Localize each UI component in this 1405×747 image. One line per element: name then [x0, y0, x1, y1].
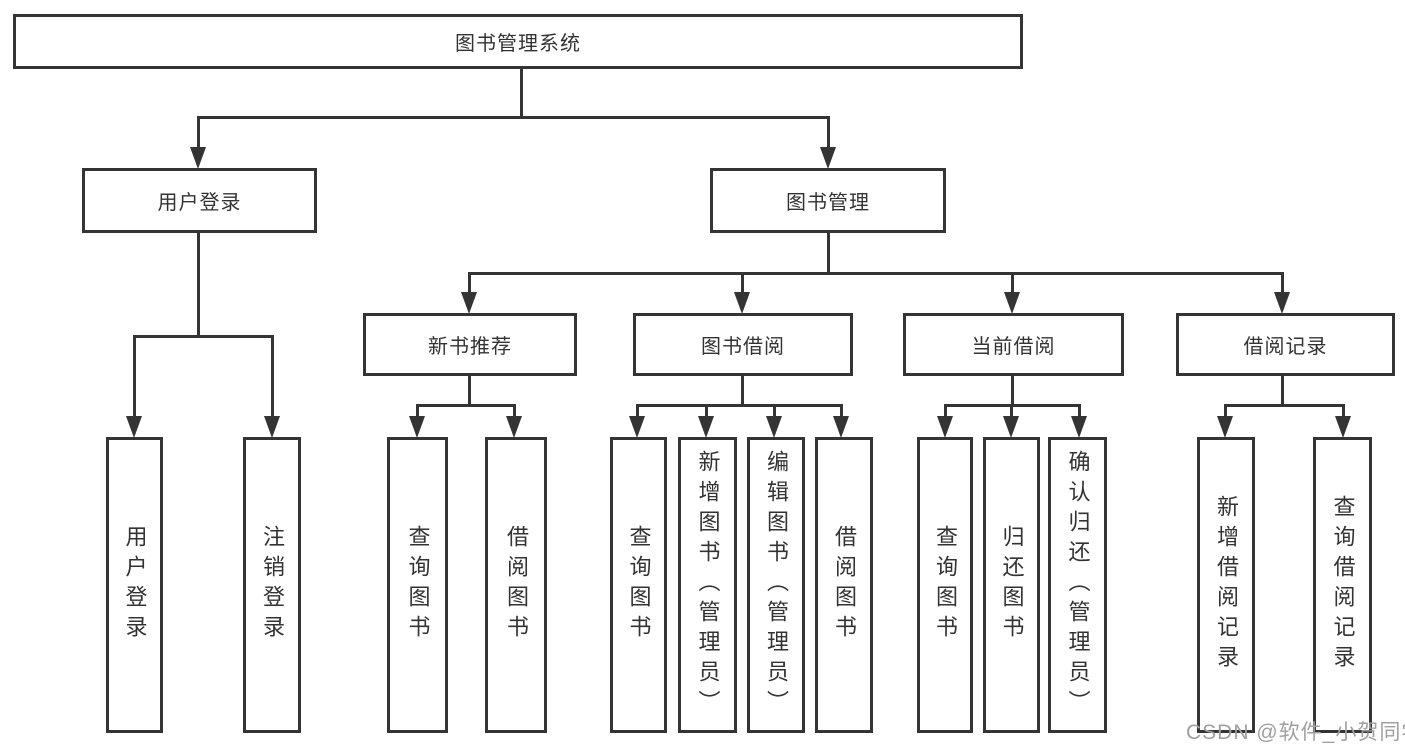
connector-line [1280, 272, 1284, 296]
connector-line [132, 335, 136, 421]
node-label: 新书推荐 [428, 336, 512, 358]
node-book-borrow: 图书借阅 [633, 313, 853, 376]
arrowhead-down [1003, 416, 1019, 438]
node-book-management: 图书管理 [710, 168, 946, 233]
arrowhead-down [1217, 416, 1233, 438]
leaf-query-books-borrow: 查询图书 [610, 437, 667, 733]
leaf-label: 编辑图书（管理员） [764, 450, 789, 720]
connector-line [467, 376, 471, 407]
arrowhead-down [506, 416, 522, 438]
connector-line [1223, 404, 1227, 421]
node-label: 用户登录 [157, 192, 242, 214]
connector-line [1077, 404, 1081, 421]
connector-line [944, 403, 1081, 407]
arrowhead-down [937, 416, 953, 438]
arrowhead-down [766, 416, 782, 438]
node-current-borrow: 当前借阅 [903, 313, 1124, 376]
connector-line [416, 403, 516, 407]
connector-line [772, 404, 776, 421]
arrowhead-down [126, 416, 142, 438]
connector-line [1010, 272, 1014, 296]
node-borrow-records: 借阅记录 [1176, 313, 1395, 376]
arrowhead-down [698, 416, 714, 438]
leaf-return-books: 归还图书 [983, 437, 1040, 733]
node-label: 图书管理 [786, 192, 870, 214]
arrowhead-down [264, 416, 280, 438]
connector-line [512, 404, 516, 421]
connector-line [740, 376, 744, 407]
connector-line [196, 116, 200, 150]
arrowhead-down [820, 147, 836, 169]
leaf-label: 查询借阅记录 [1330, 495, 1356, 675]
leaf-edit-book-admin: 编辑图书（管理员） [747, 437, 805, 733]
connector-line [826, 116, 830, 150]
leaf-user-login: 用户登录 [106, 437, 163, 733]
arrowhead-down [629, 416, 645, 438]
leaf-label: 借阅图书 [504, 525, 529, 645]
leaf-query-books-current: 查询图书 [917, 437, 973, 733]
connector-line [1280, 376, 1284, 407]
connector-line [1341, 404, 1345, 421]
leaf-label: 新增借阅记录 [1214, 495, 1239, 675]
connector-line [1009, 404, 1013, 421]
leaf-confirm-return-admin: 确认归还（管理员） [1048, 437, 1107, 733]
connector-line [826, 232, 830, 275]
leaf-add-book-admin: 新增图书（管理员） [678, 437, 737, 733]
leaf-query-borrow-record: 查询借阅记录 [1313, 437, 1372, 733]
connector-line [467, 272, 471, 296]
arrowhead-down [409, 416, 425, 438]
arrowhead-down [1071, 416, 1087, 438]
connector-line [839, 404, 843, 421]
leaf-borrow-books: 借阅图书 [815, 437, 873, 733]
arrowhead-down [833, 416, 849, 438]
connector-line [740, 272, 744, 296]
leaf-label: 借阅图书 [832, 525, 857, 645]
leaf-label: 注销登录 [260, 525, 285, 645]
connector-line [519, 69, 523, 119]
leaf-label: 用户登录 [122, 525, 148, 645]
connector-line [196, 233, 200, 338]
connector-line [197, 115, 830, 119]
arrowhead-down [1004, 292, 1020, 314]
leaf-add-borrow-record: 新增借阅记录 [1197, 437, 1255, 733]
connector-line [943, 404, 947, 421]
connector-line [1010, 376, 1014, 407]
connector-line [468, 271, 1284, 275]
node-label: 借阅记录 [1243, 336, 1328, 358]
node-label: 图书借阅 [701, 336, 785, 358]
connector-line [133, 334, 274, 338]
connector-line [635, 404, 639, 421]
node-new-book-recommend: 新书推荐 [363, 313, 577, 376]
leaf-label: 新增图书（管理员） [695, 450, 721, 720]
leaf-logout: 注销登录 [243, 437, 301, 733]
leaf-label: 查询图书 [933, 525, 958, 645]
leaf-label: 查询图书 [405, 525, 431, 645]
connector-line [415, 404, 419, 421]
arrowhead-down [1274, 292, 1290, 314]
csdn-watermark: CSDN @软件_小贺同学 [1186, 721, 1405, 744]
leaf-borrow-books-recommend: 借阅图书 [485, 437, 547, 733]
node-user-login: 用户登录 [82, 168, 317, 233]
leaf-label: 查询图书 [626, 525, 652, 645]
connector-line [270, 335, 274, 421]
arrowhead-down [1335, 416, 1351, 438]
leaf-label: 归还图书 [999, 525, 1025, 645]
connector-line [704, 404, 708, 421]
connector-line [1224, 403, 1345, 407]
node-library-system: 图书管理系统 [13, 14, 1023, 69]
arrowhead-down [734, 292, 750, 314]
arrowhead-down [461, 292, 477, 314]
leaf-label: 确认归还（管理员） [1065, 450, 1091, 720]
arrowhead-down [190, 147, 206, 169]
leaf-query-books-recommend: 查询图书 [387, 437, 448, 733]
node-label: 图书管理系统 [455, 33, 581, 55]
connector-line [636, 403, 843, 407]
node-label: 当前借阅 [971, 336, 1056, 358]
